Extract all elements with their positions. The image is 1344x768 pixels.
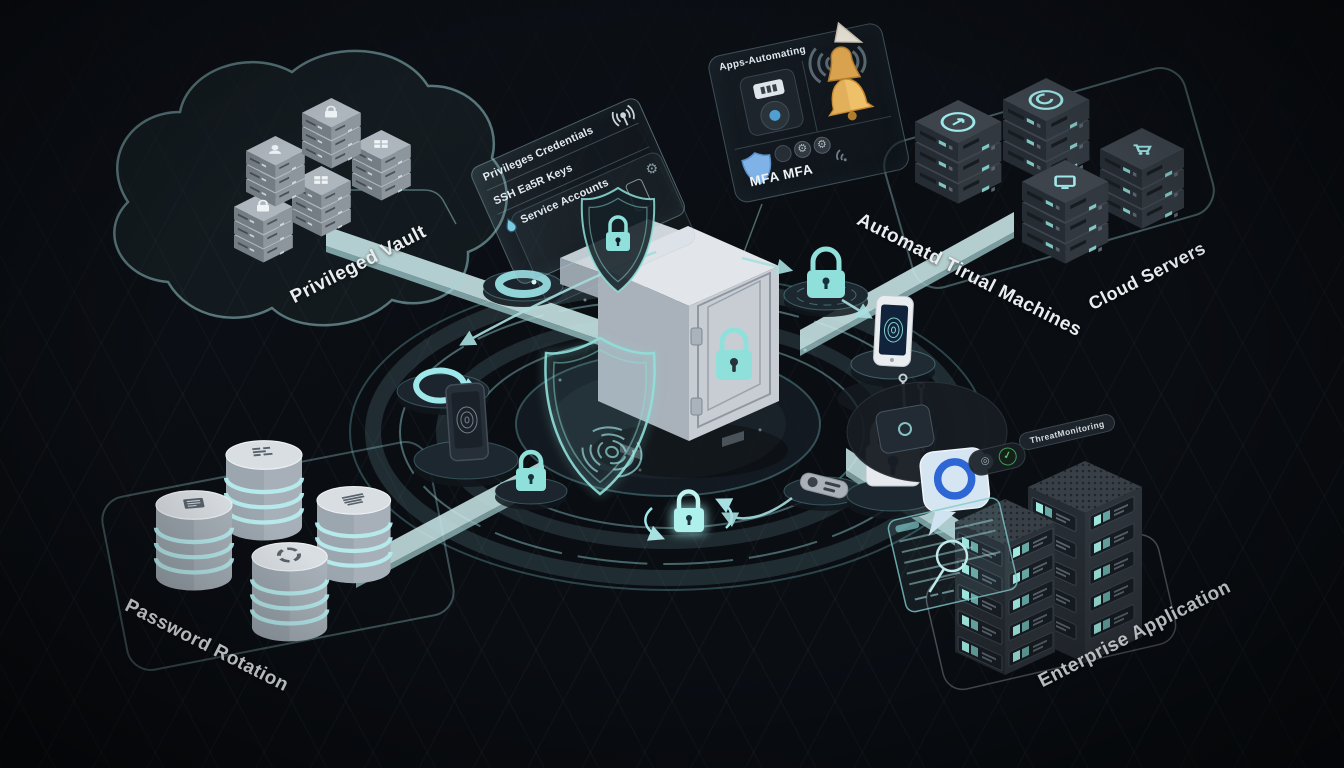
vault-door-lock-icon: [716, 327, 752, 380]
coin-icon: [772, 143, 794, 164]
holographic-shield: [543, 336, 657, 496]
session-dashboard-panel: [887, 497, 1018, 613]
mfa-shield-icon: [741, 152, 772, 185]
alarm-siren-icon: [808, 21, 867, 84]
db-icon-lines: [341, 493, 365, 506]
mfa-panel: Apps-Automating ⚙ ⚙ MFA MFA: [706, 20, 912, 205]
drop-icon: [506, 217, 517, 233]
credentials-panel: Privileges Credentials SSH Ea5R Keys Ser…: [468, 95, 689, 287]
broadcast-icon: [611, 104, 635, 127]
shield-lock-icon: [580, 186, 656, 294]
fingerprint-phone-dark: [413, 382, 519, 487]
target-ring-icon: [482, 270, 564, 307]
authenticator-device-icon: [738, 67, 806, 138]
check-icon: ✓: [996, 445, 1019, 468]
padlock-icon-left: [494, 449, 568, 510]
gear-coin-icon: ⚙: [812, 135, 833, 156]
device-screen: [752, 78, 786, 100]
token-remote: [783, 472, 865, 511]
password-rotation-lock-icon: [644, 489, 734, 541]
cloud-group: [113, 49, 508, 327]
db-icon-refresh-ring: [277, 547, 301, 563]
gear-coin-icon: ⚙: [792, 139, 813, 160]
credential-row: Service Accounts: [490, 144, 665, 238]
enterprise-server-towers: [955, 461, 1142, 675]
wifi-icon: [836, 149, 847, 162]
db-icon-blocks: [252, 446, 273, 457]
fingerprint-icon: [581, 426, 643, 478]
device-wheel: [757, 98, 793, 133]
scan-icon: ◎: [975, 452, 995, 472]
db-icon-document: [183, 497, 205, 509]
cloud-server-stacks: [915, 78, 1184, 266]
database-cylinders: [156, 441, 391, 642]
